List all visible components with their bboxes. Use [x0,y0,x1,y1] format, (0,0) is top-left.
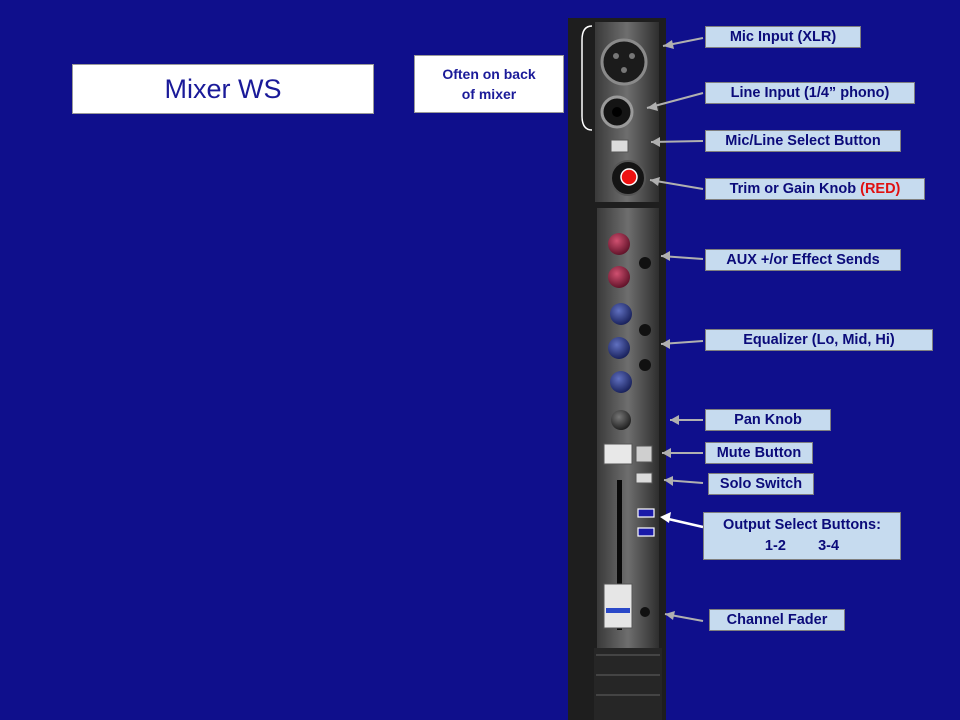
arrow-head [661,339,670,349]
label-output-line-1: Output Select Buttons: [723,517,881,533]
label-trim-main: Trim or Gain Knob [729,181,861,197]
pan-knob[interactable] [611,410,631,430]
arrow-output [663,516,704,529]
label-mute-button: Mute Button [705,442,813,464]
arrow-head [662,448,671,458]
strip-bottom [594,648,662,720]
xlr-connector[interactable] [600,38,648,86]
arrow-head [650,177,660,186]
label-mic-input: Mic Input (XLR) [705,26,861,48]
label-trim-knob: Trim or Gain Knob (RED) [705,178,925,200]
fader-cap-stripe [606,608,630,613]
label-line-input: Line Input (1/4” phono) [705,82,915,104]
fader-track [617,480,622,630]
aux-knob[interactable] [608,266,630,288]
output-select-1-2[interactable] [637,508,655,518]
xlr-pin [629,53,635,59]
arrow-head-output [660,512,671,523]
page-title: Mixer WS [164,73,282,104]
eq-small-knob[interactable] [639,324,651,336]
label-aux-sends: AUX +/or Effect Sends [705,249,901,271]
aux-aux-small-knob[interactable] [639,257,651,269]
arrow-head [651,137,660,147]
label-channel-fader: Channel Fader [709,609,845,631]
note-line-2: of mixer [461,86,517,102]
callout-brace [581,25,593,131]
label-output-line-2: 1-2 3-4 [764,538,840,554]
solo-switch[interactable] [635,472,653,484]
label-mic-line-select: Mic/Line Select Button [705,130,901,152]
arrow-head [664,476,673,486]
eq-knob-lo[interactable] [610,371,632,393]
xlr-pin [621,67,627,73]
eq-small-knob[interactable] [639,359,651,371]
arrow-head [665,611,675,620]
eq-knob-mid[interactable] [608,337,630,359]
fader-cap[interactable] [603,583,633,629]
arrow-head [647,102,658,111]
mute-indicator [635,445,653,463]
label-output-select: Output Select Buttons: 1-2 3-4 [703,512,901,560]
label-equalizer: Equalizer (Lo, Mid, Hi) [705,329,933,351]
arrow-head [670,415,679,425]
arrow-head [661,251,670,261]
trim-red-marker [620,168,638,186]
label-solo-switch: Solo Switch [708,473,814,495]
xlr-pin [613,53,619,59]
note-callout: Often on back of mixer [414,55,564,113]
output-select-3-4[interactable] [637,527,655,537]
arrow-head [663,40,674,49]
mic-line-button[interactable] [610,139,629,153]
title-box: Mixer WS [72,64,374,114]
note-line-1: Often on back [442,66,536,82]
jack-hole [612,107,622,117]
label-trim-red: (RED) [860,181,901,197]
eq-knob-hi[interactable] [610,303,632,325]
mute-button[interactable] [603,443,633,465]
aux-knob[interactable] [608,233,630,255]
fader-side-knob[interactable] [640,607,650,617]
label-pan-knob: Pan Knob [705,409,831,431]
